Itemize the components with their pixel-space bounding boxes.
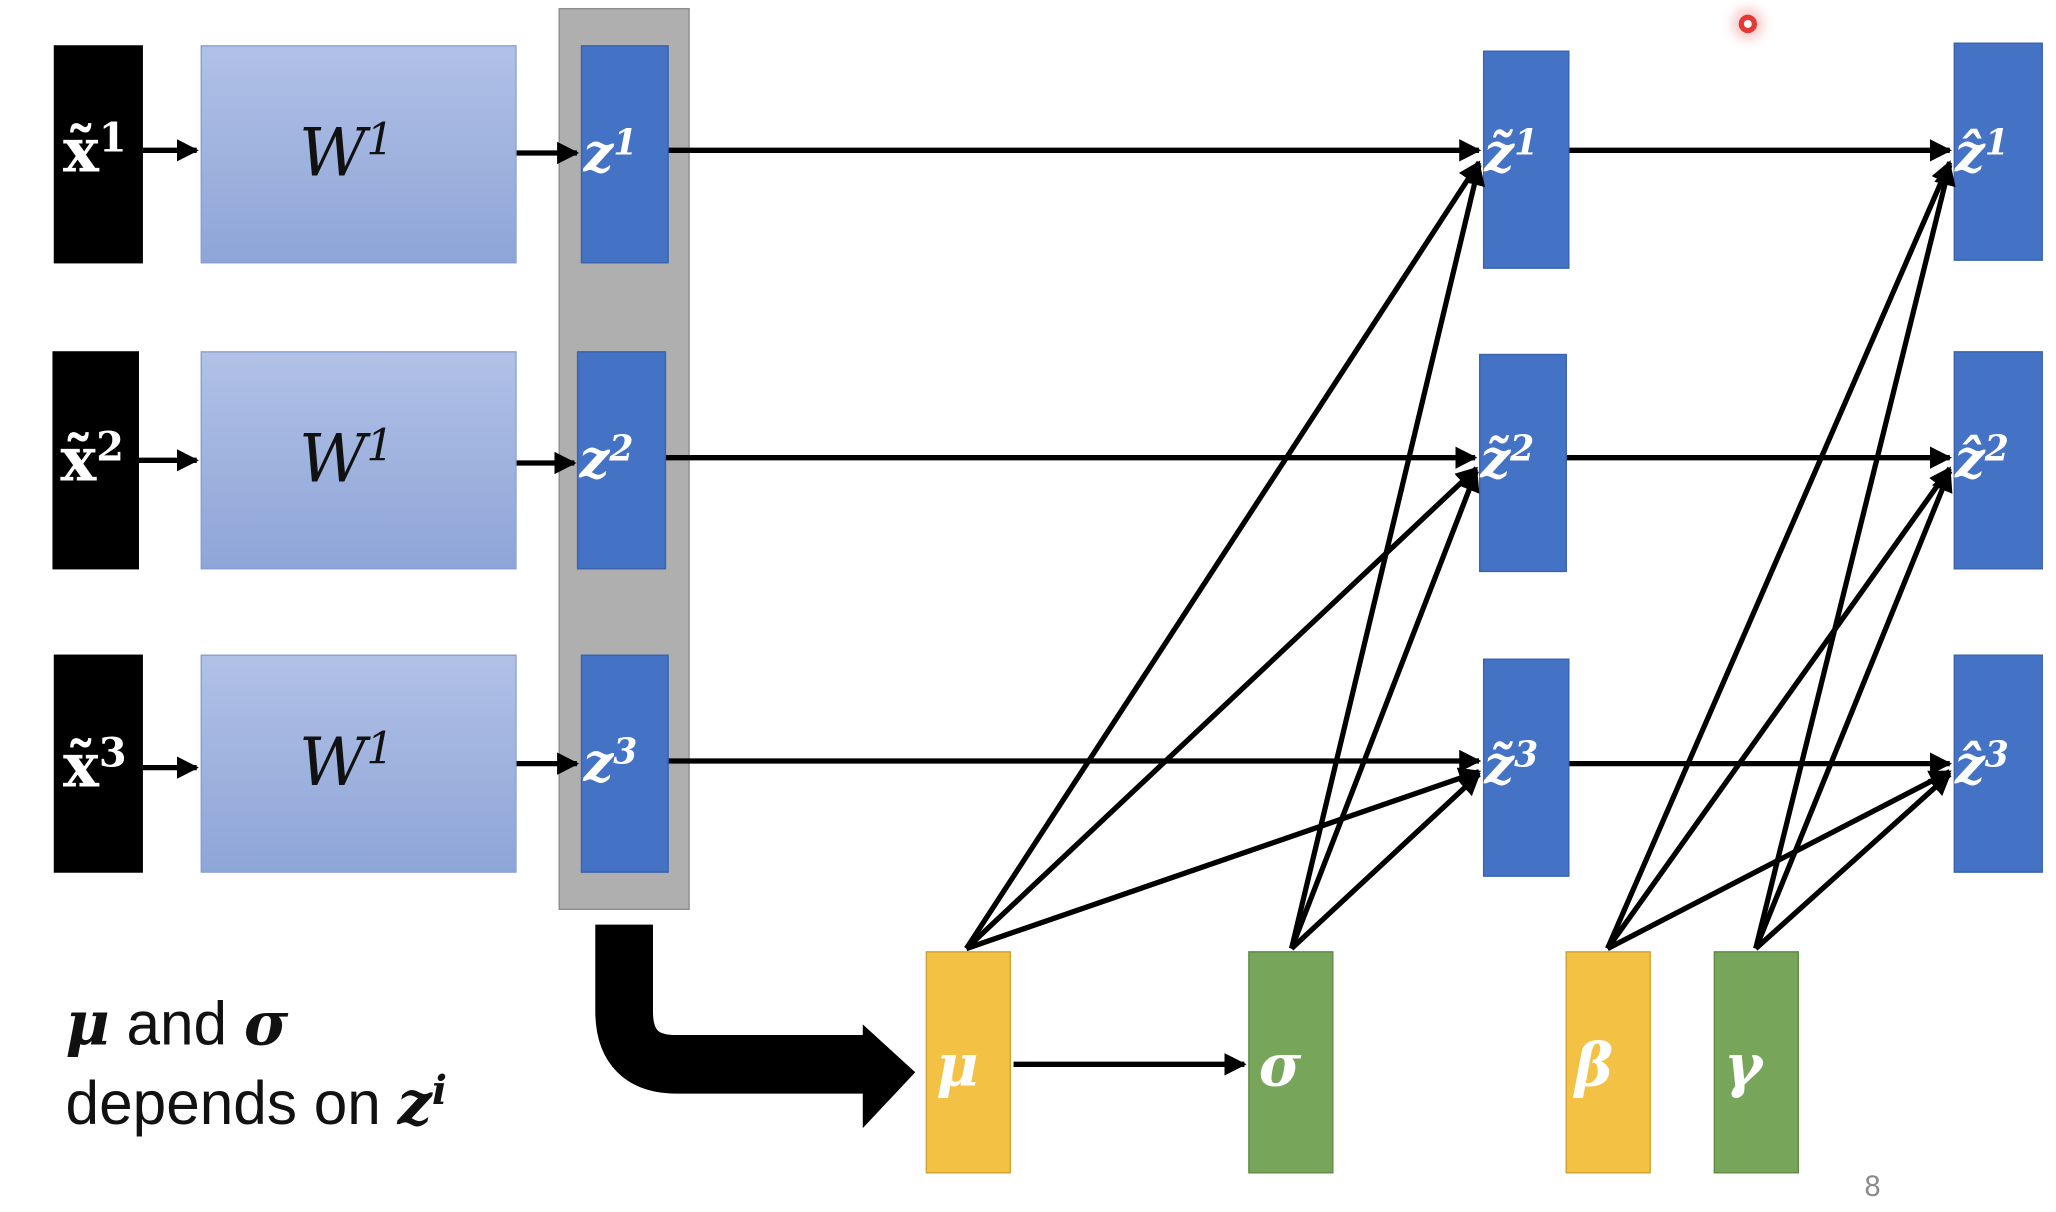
- gamma-label: γ: [1724, 1032, 1763, 1101]
- arrow-mu-zt2: [964, 466, 1479, 951]
- input-box-3: [53, 654, 143, 873]
- z-hat-label-3: ẑ3: [1954, 734, 2009, 797]
- sigma-label: σ: [1258, 1032, 1302, 1101]
- sigma-box: [1248, 951, 1334, 1174]
- arrow-beta-zh2: [1605, 466, 1952, 951]
- z-label-2: z2: [579, 428, 634, 491]
- page-number: 8: [1864, 1169, 1881, 1203]
- arrow-sigma-zt1: [1288, 162, 1486, 950]
- z-tilde-box-3: [1482, 658, 1570, 877]
- caption-line-1: μ and σ: [65, 987, 289, 1059]
- batch-to-mu-arrowhead: [862, 1024, 916, 1129]
- caption: μ and σ depends on zi: [66, 984, 447, 1143]
- arrow-gamma-zh1: [1753, 162, 1956, 950]
- weight-label-1: W1: [298, 112, 394, 192]
- input-label-2: x̃2: [60, 422, 124, 495]
- z-hat-box-3: [1953, 654, 2043, 873]
- z-tilde-box-1: [1482, 50, 1570, 269]
- arrow-beta-zh1: [1605, 160, 1953, 950]
- input-label-3: x̃3: [62, 728, 127, 801]
- arrow-mu-zt3: [965, 767, 1482, 952]
- beta-box: [1565, 951, 1651, 1174]
- mu-label: μ: [936, 1032, 979, 1101]
- laser-pointer-icon: [1738, 14, 1758, 34]
- weight-box-3: [200, 654, 517, 873]
- z-tilde-label-2: z̃2: [1480, 428, 1535, 491]
- arrow-gamma-zh3: [1753, 772, 1952, 951]
- arrow-mu-zt1: [964, 160, 1482, 951]
- z-hat-label-2: ẑ2: [1954, 428, 2009, 491]
- input-box-1: [53, 45, 143, 264]
- z-box-1: [580, 45, 669, 264]
- z-hat-box-1: [1953, 42, 2043, 261]
- z-hat-label-1: ẑ1: [1954, 122, 2009, 185]
- z-label-3: z3: [583, 731, 638, 795]
- batch-to-mu-curved-arrow: [595, 924, 872, 1094]
- weight-box-2: [200, 351, 517, 570]
- caption-line-2: depends on zi: [65, 1066, 447, 1139]
- z-tilde-box-2: [1479, 353, 1567, 573]
- z-box-2: [576, 351, 667, 570]
- weight-label-2: W1: [298, 418, 394, 498]
- mu-box: [925, 951, 1011, 1174]
- arrow-gamma-zh2: [1753, 468, 1953, 950]
- z-box-3: [580, 654, 669, 873]
- z-tilde-label-1: z̃1: [1484, 122, 1539, 185]
- input-box-2: [52, 351, 139, 570]
- z-label-1: z1: [583, 122, 638, 185]
- z-tilde-label-3: z̃3: [1484, 734, 1539, 797]
- gamma-box: [1713, 951, 1799, 1174]
- input-label-1: x̃1: [62, 114, 127, 187]
- arrow-sigma-zt2: [1289, 468, 1480, 950]
- z-hat-box-2: [1953, 351, 2043, 570]
- weight-box-1: [200, 45, 517, 264]
- weight-label-3: W1: [298, 721, 394, 801]
- beta-label: β: [1574, 1032, 1614, 1101]
- arrow-sigma-zt3: [1289, 772, 1481, 951]
